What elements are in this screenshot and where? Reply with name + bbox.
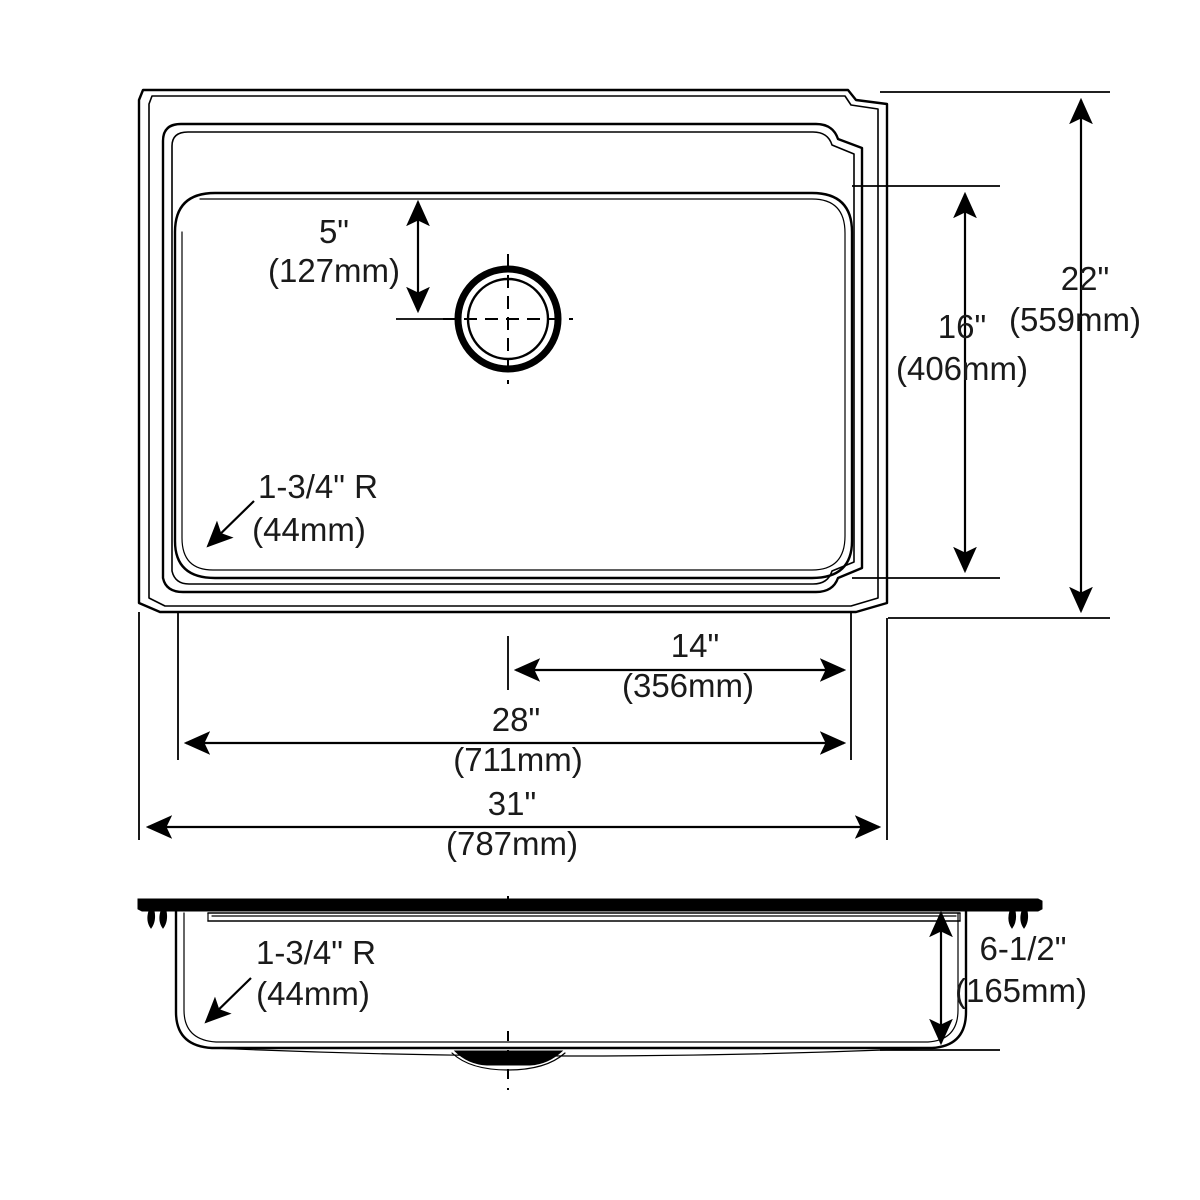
plan-extension-lines bbox=[138, 612, 888, 840]
section-rim-strips bbox=[207, 912, 961, 922]
dim-22in-imperial-label: 22" bbox=[1061, 260, 1109, 297]
radius-callout-section bbox=[204, 977, 252, 1024]
dim-28in-imperial-label: 28" bbox=[492, 701, 540, 738]
sink-bowl-opening bbox=[173, 191, 854, 580]
section-mounting-clip-left bbox=[147, 910, 168, 929]
section-rim-top-slab bbox=[137, 898, 1043, 912]
dimension-6half-in-165mm bbox=[880, 904, 1000, 1051]
dim-31in-metric-label: (787mm) bbox=[446, 825, 578, 862]
dimension-16in-406mm bbox=[852, 185, 1000, 579]
radius-plan-metric-label: (44mm) bbox=[252, 511, 366, 548]
dimension-5in-127mm bbox=[396, 199, 452, 320]
section-mounting-clip-right bbox=[1008, 910, 1029, 929]
dim-6half-imperial-label: 6-1/2" bbox=[980, 930, 1067, 967]
dim-16in-metric-label: (406mm) bbox=[896, 350, 1028, 387]
dim-16in-imperial-label: 16" bbox=[938, 308, 986, 345]
dim-14in-metric-label: (356mm) bbox=[622, 667, 754, 704]
dim-6half-metric-label: (165mm) bbox=[955, 972, 1087, 1009]
radius-plan-imperial-label: 1-3/4" R bbox=[258, 468, 378, 505]
dim-14in-imperial-label: 14" bbox=[671, 627, 719, 664]
sink-inner-rim-outline bbox=[161, 122, 864, 594]
drain-opening bbox=[443, 254, 573, 384]
sink-outer-rim-outline bbox=[137, 88, 889, 614]
radius-callout-plan bbox=[206, 500, 255, 548]
dim-22in-metric-label: (559mm) bbox=[1009, 301, 1141, 338]
dim-5in-imperial-label: 5" bbox=[319, 213, 349, 250]
dim-28in-metric-label: (711mm) bbox=[453, 741, 583, 778]
dimension-22in-559mm bbox=[880, 91, 1110, 619]
section-bowl-body bbox=[174, 909, 968, 1050]
section-bowl-floor-line bbox=[211, 1047, 933, 1057]
dim-31in-imperial-label: 31" bbox=[488, 785, 536, 822]
section-view-group: 6-1/2" (165mm) 1-3/4" R (44mm) bbox=[137, 896, 1087, 1090]
radius-section-metric-label: (44mm) bbox=[256, 975, 370, 1012]
radius-section-imperial-label: 1-3/4" R bbox=[256, 934, 376, 971]
dim-5in-metric-label: (127mm) bbox=[268, 252, 400, 289]
plan-view-group: 5" (127mm) 16" (406mm) 22" (559mm) bbox=[137, 88, 1141, 862]
